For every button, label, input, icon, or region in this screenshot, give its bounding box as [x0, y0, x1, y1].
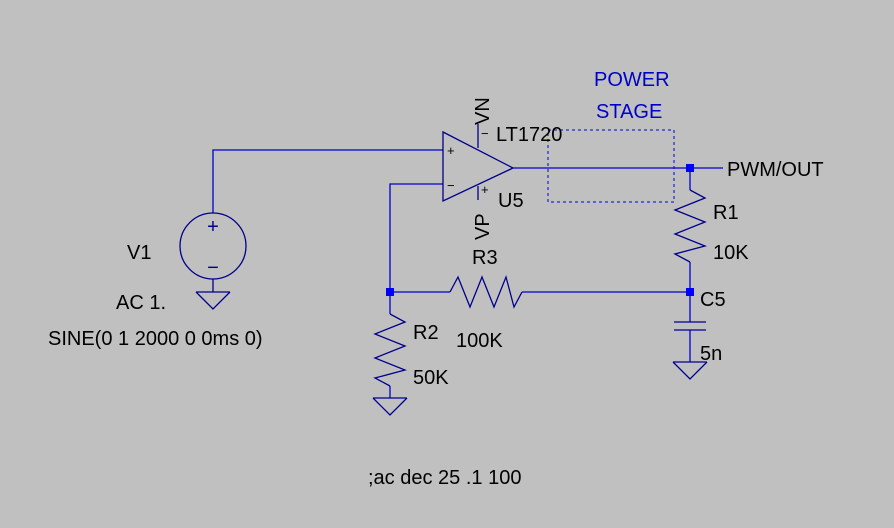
opamp-vp-plus: +: [481, 182, 489, 197]
r1-zigzag: [673, 189, 708, 263]
ground-icon: [372, 397, 408, 416]
r3-name-label[interactable]: R3: [472, 247, 498, 269]
opamp-u5[interactable]: + − − +: [442, 124, 515, 203]
c5-value-label[interactable]: 5n: [700, 343, 722, 365]
labels: V1 AC 1. SINE(0 1 2000 0 0ms 0) VN VP LT…: [48, 69, 824, 489]
opamp-ref-label[interactable]: U5: [498, 190, 524, 212]
r2-value-label[interactable]: 50K: [413, 367, 449, 389]
output-net-label[interactable]: PWM/OUT: [727, 159, 824, 181]
v1-plus-sign: +: [207, 216, 219, 238]
junction-feedback[interactable]: [386, 288, 394, 296]
opamp-vp-label: VP: [472, 213, 494, 240]
v1-ac-label[interactable]: AC 1.: [116, 292, 166, 314]
ground-icon: [672, 361, 708, 380]
r2-zigzag: [373, 313, 408, 387]
c5-name-label[interactable]: C5: [700, 289, 726, 311]
r1-value-label[interactable]: 10K: [713, 242, 749, 264]
wires: [212, 149, 723, 398]
wire-feedback-inverting[interactable]: [389, 183, 443, 292]
opamp-inverting-pin: −: [447, 178, 455, 193]
opamp-model-label[interactable]: LT1720: [496, 124, 562, 146]
junctions: [386, 164, 694, 296]
v1-minus-sign: −: [207, 257, 219, 279]
spice-directive[interactable]: ;ac dec 25 .1 100: [368, 467, 521, 489]
resistor-r1[interactable]: [673, 189, 708, 263]
r2-name-label[interactable]: R2: [413, 322, 439, 344]
power-stage-label-line1[interactable]: POWER: [594, 69, 670, 91]
opamp-vn-label: VN: [472, 97, 494, 125]
capacitor-c5[interactable]: [672, 321, 708, 380]
r3-value-label[interactable]: 100K: [456, 330, 503, 352]
v1-value-label[interactable]: SINE(0 1 2000 0 0ms 0): [48, 328, 263, 350]
r3-zigzag: [449, 274, 523, 309]
opamp-vn-minus: −: [481, 126, 489, 141]
v1-name-label[interactable]: V1: [127, 242, 151, 264]
junction-output[interactable]: [686, 164, 694, 172]
voltage-source-v1[interactable]: + −: [179, 212, 247, 310]
power-stage-label-line2[interactable]: STAGE: [596, 101, 662, 123]
resistor-r3[interactable]: [449, 274, 523, 309]
power-stage-box[interactable]: [547, 129, 675, 203]
opamp-noninverting-pin: +: [447, 143, 455, 158]
resistor-r2[interactable]: [372, 313, 408, 416]
junction-c5[interactable]: [686, 288, 694, 296]
opamp-triangle: [442, 130, 515, 203]
ground-icon: [195, 291, 231, 310]
r1-name-label[interactable]: R1: [713, 202, 739, 224]
wire-v1-to-noninverting[interactable]: [212, 149, 443, 213]
